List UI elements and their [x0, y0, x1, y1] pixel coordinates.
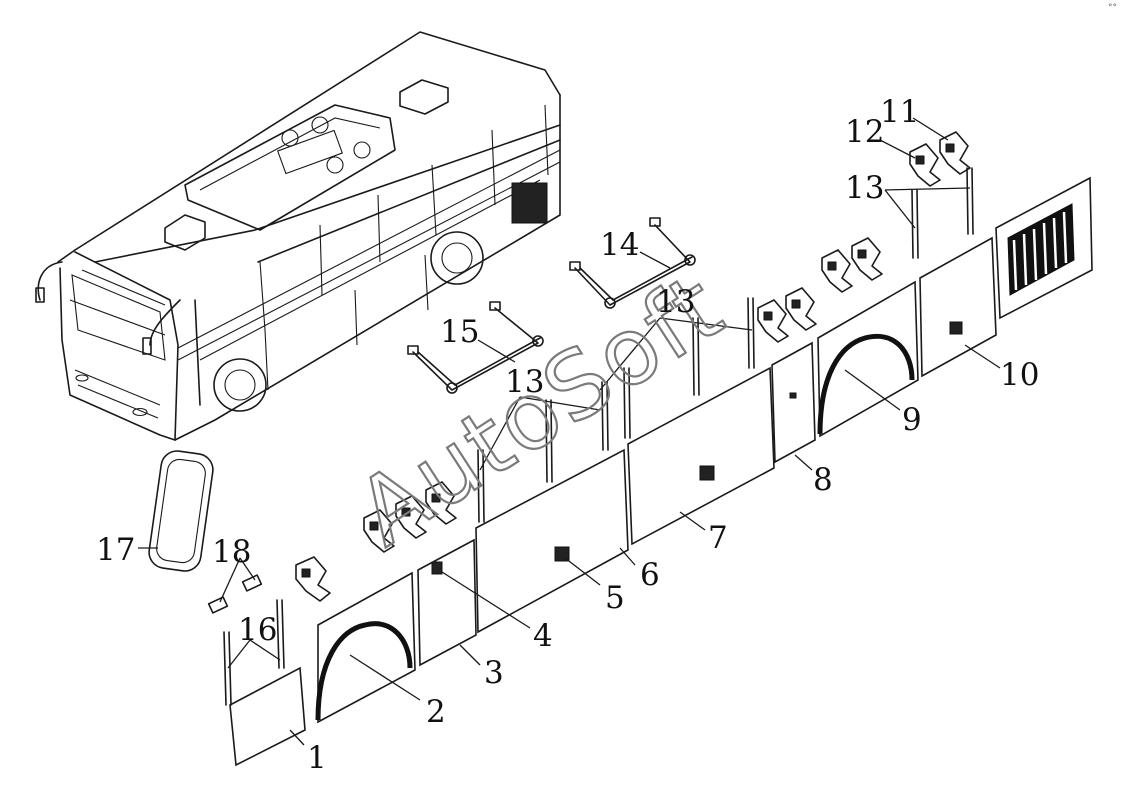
- lock-part-4: [431, 561, 443, 575]
- callout-3: 3: [484, 655, 504, 691]
- small-hinges-part-18: [207, 574, 263, 614]
- callout-5: 5: [605, 580, 625, 616]
- callout-13-front: 13: [505, 364, 544, 400]
- callout-4: 4: [533, 618, 553, 654]
- lock-part-7: [699, 465, 715, 481]
- bus-illustration: [35, 31, 561, 441]
- rear-grille-panel: [995, 176, 1093, 320]
- callout-13-rear: 13: [845, 170, 884, 206]
- support-rod-part-15: [407, 301, 544, 394]
- corner-mark: °°: [1108, 3, 1117, 13]
- callout-8: 8: [813, 462, 833, 498]
- callout-11: 11: [880, 94, 919, 130]
- lock-part-5: [554, 546, 570, 562]
- panel-part-6: [475, 448, 629, 634]
- front-wheel-arch-panel: [315, 571, 416, 724]
- callout-2: 2: [426, 694, 446, 730]
- window-seal-frame: [148, 450, 214, 572]
- callout-13-middle: 13: [656, 284, 695, 320]
- panel-part-8: [771, 341, 816, 464]
- rear-wheel-arch-panel: [817, 280, 919, 438]
- callout-12: 12: [845, 114, 884, 150]
- panel-part-3: [417, 538, 477, 667]
- panel-part-10: [919, 236, 997, 378]
- leader-lines: [138, 117, 1001, 746]
- callout-18: 18: [212, 534, 251, 570]
- panel-part-1: [229, 666, 306, 767]
- callout-14: 14: [600, 227, 639, 263]
- callout-17: 17: [96, 532, 135, 568]
- callout-16: 16: [238, 612, 277, 648]
- callout-7: 7: [708, 520, 728, 556]
- callout-9: 9: [902, 402, 922, 438]
- callout-6: 6: [640, 557, 660, 593]
- callout-1: 1: [307, 740, 327, 776]
- support-rod-part-14: [569, 217, 696, 309]
- callout-numbers: 1 2 3 4 5 6 7 8 9 10 11 12 13 13 13 14 1…: [96, 94, 1039, 776]
- panel-part-7: [627, 366, 775, 546]
- callout-10: 10: [1000, 357, 1039, 393]
- callout-15: 15: [440, 314, 479, 350]
- hinge-brackets: [295, 131, 971, 602]
- gas-struts: [223, 167, 974, 706]
